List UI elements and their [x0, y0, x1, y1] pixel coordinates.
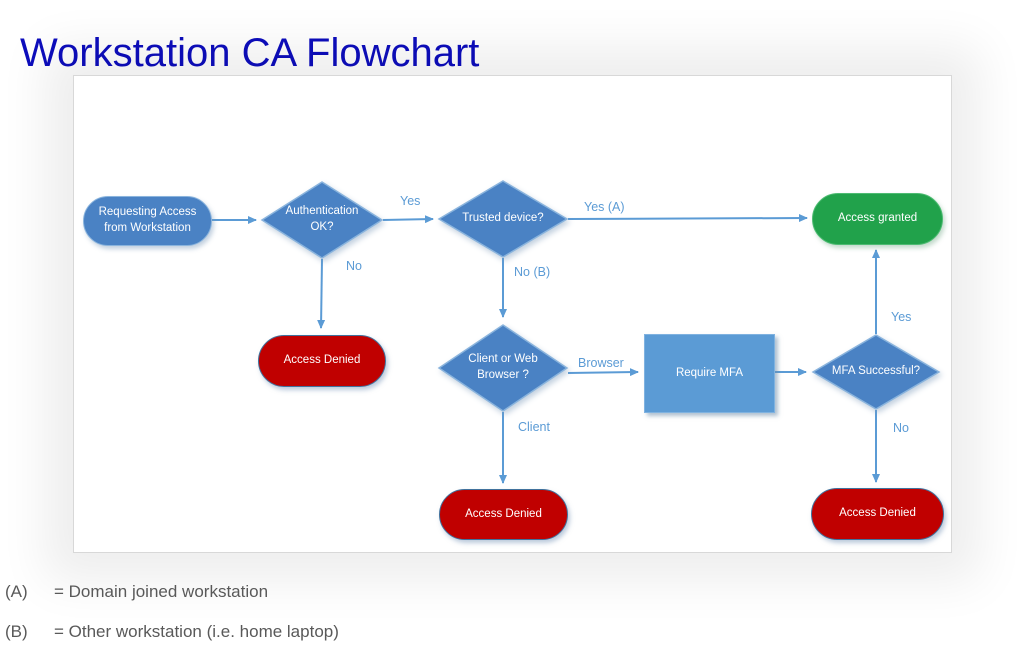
node-client-or-web-label: Client or Web Browser ? [468, 353, 538, 381]
node-access-denied-auth: Access Denied [258, 335, 386, 387]
node-access-denied-mfa-label: Access Denied [839, 507, 916, 520]
node-mfa-successful-label: MFA Successful? [831, 365, 921, 378]
node-access-granted-label: Access granted [837, 212, 918, 225]
node-trusted-device-label: Trusted device? [462, 212, 544, 225]
node-access-denied-client: Access Denied [439, 489, 568, 540]
page-title: Workstation CA Flowchart [20, 30, 480, 75]
legend-key-b: (B) [5, 622, 28, 641]
connector-clientweb-mfa [567, 368, 639, 377]
node-mfa-successful: MFA Successful? [811, 334, 941, 410]
edge-label-client: Client [518, 420, 550, 434]
node-trusted-device: Trusted device? [437, 180, 569, 258]
legend: (A) = Domain joined workstation (B) = Ot… [5, 582, 339, 662]
legend-row-a: (A) = Domain joined workstation [5, 582, 339, 602]
node-authentication-ok: Authentication OK? [260, 181, 384, 259]
edge-label-mfa-no: No [893, 421, 909, 435]
diamond-shape [437, 324, 569, 412]
node-access-denied-mfa: Access Denied [811, 488, 944, 540]
edge-label-mfa-yes: Yes [891, 310, 912, 324]
node-requesting-access: Requesting Access from Workstation [83, 196, 212, 246]
edge-label-trusted-no: No (B) [514, 265, 551, 279]
connector-layer [210, 214, 880, 484]
legend-row-b: (B) = Other workstation (i.e. home lapto… [5, 622, 339, 642]
node-require-mfa-label: Require MFA [675, 366, 744, 379]
diamond-shape [811, 334, 941, 410]
legend-text-a: = Domain joined workstation [54, 582, 269, 601]
node-authentication-ok-label: Authentication OK? [285, 205, 359, 233]
flowchart-canvas: Requesting Access from Workstation Authe… [73, 75, 952, 553]
edge-label-auth-no: No [346, 259, 362, 273]
connector-auth-trusted [382, 215, 434, 224]
node-access-denied-client-label: Access Denied [465, 507, 542, 520]
diamond-shape [437, 180, 569, 258]
diamond-shape [260, 181, 384, 259]
edge-label-auth-yes: Yes [400, 194, 421, 208]
connector-auth-denied [317, 258, 326, 329]
node-access-granted: Access granted [812, 193, 943, 245]
node-requesting-access-label: Requesting Access from Workstation [98, 206, 197, 234]
connector-trusted-granted [567, 214, 808, 223]
node-client-or-web: Client or Web Browser ? [437, 324, 569, 412]
legend-text-b: = Other workstation (i.e. home laptop) [54, 622, 339, 641]
node-require-mfa: Require MFA [644, 334, 775, 413]
edge-label-browser: Browser [578, 356, 624, 370]
legend-key-a: (A) [5, 582, 28, 601]
edge-label-trusted-yes: Yes (A) [584, 200, 625, 214]
node-access-denied-auth-label: Access Denied [283, 354, 361, 367]
